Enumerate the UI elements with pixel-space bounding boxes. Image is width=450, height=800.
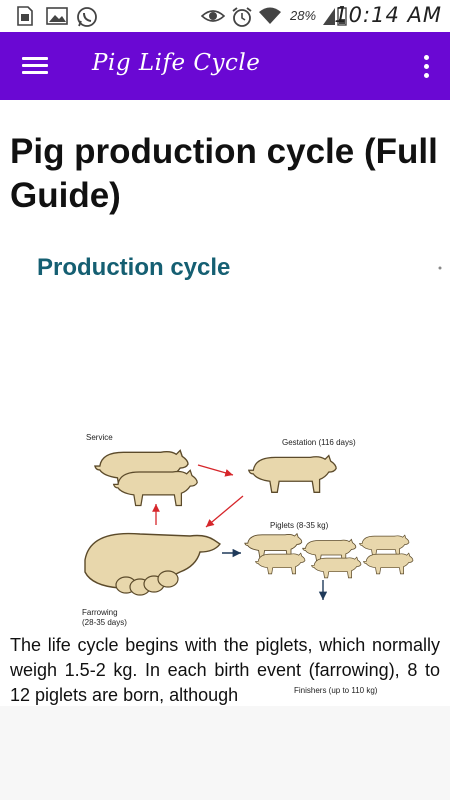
piglets-group — [244, 533, 414, 579]
label-finishers: Finishers (up to 110 kg) — [294, 686, 378, 695]
farrowing-pigs — [84, 532, 222, 596]
status-bar: 28% 10:14 AM — [0, 0, 450, 32]
bottom-empty-area — [0, 706, 450, 800]
eye-icon — [201, 10, 225, 22]
battery-percentage: 28% — [290, 8, 317, 23]
figure-heading: Production cycle — [37, 254, 231, 281]
image-icon — [46, 7, 68, 25]
whatsapp-icon — [77, 7, 97, 27]
more-vert-icon[interactable] — [416, 52, 436, 82]
app-title: Pig Life Cycle — [92, 50, 261, 76]
arrow-service-to-gestation — [197, 464, 234, 477]
article-title: Pig production cycle (Full Guide) — [10, 132, 438, 215]
hamburger-menu-icon[interactable] — [14, 50, 56, 82]
sim-card-icon — [17, 6, 33, 26]
label-piglets: Piglets (8-35 kg) — [270, 521, 329, 530]
label-farrowing: Farrowing — [82, 608, 118, 617]
alarm-icon — [232, 7, 252, 27]
article-content[interactable]: Pig production cycle (Full Guide) Produc… — [0, 100, 450, 706]
app-bar: Pig Life Cycle — [0, 32, 450, 100]
production-cycle-figure: Production cycle — [0, 240, 450, 695]
production-cycle-diagram — [84, 266, 442, 600]
wifi-icon — [259, 7, 281, 24]
arrow-gestation-to-farrowing — [205, 495, 244, 528]
label-gestation: Gestation (116 days) — [282, 438, 356, 447]
gestation-pig — [248, 454, 337, 494]
label-farrowing-days: (28-35 days) — [82, 618, 127, 627]
article-body: The life cycle begins with the piglets, … — [10, 635, 440, 705]
signal-icon — [323, 8, 335, 25]
service-pigs — [94, 449, 198, 507]
battery-icon — [337, 6, 347, 26]
status-time: 10:14 AM — [334, 3, 442, 27]
label-service: Service — [86, 433, 113, 442]
